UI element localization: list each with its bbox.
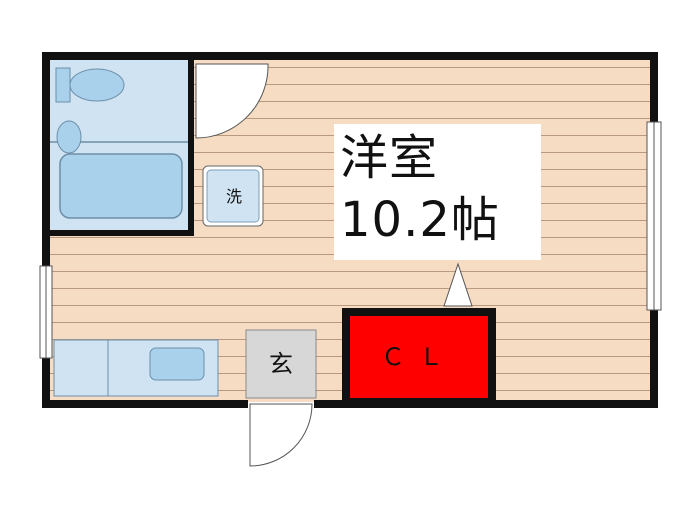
room-size: 10.2帖 bbox=[340, 192, 500, 248]
outer-wall-bottom-right bbox=[314, 400, 658, 408]
closet-door-marker bbox=[443, 262, 473, 307]
washer-label: 洗 bbox=[225, 187, 242, 206]
outer-wall-top bbox=[42, 52, 658, 60]
closet bbox=[342, 308, 496, 406]
toilet-tank bbox=[55, 67, 71, 103]
entrance-label: 玄 bbox=[269, 350, 293, 378]
bathroom-door-swing bbox=[195, 63, 269, 139]
bathroom-wall-right bbox=[188, 58, 194, 236]
front-door-swing bbox=[249, 403, 313, 467]
entrance-floor bbox=[245, 329, 317, 399]
outer-wall-bottom-left bbox=[42, 400, 248, 408]
washer-inner bbox=[206, 169, 260, 223]
kitchen-sink bbox=[149, 347, 205, 381]
bathroom-wall-bottom bbox=[48, 230, 194, 236]
room-name: 洋室 bbox=[340, 130, 439, 186]
toilet-bowl bbox=[69, 68, 125, 102]
closet-label: ＣＬ bbox=[381, 343, 457, 371]
room-label-box: 洋室 10.2帖 bbox=[334, 124, 541, 260]
bathtub bbox=[59, 153, 183, 219]
outer-wall-left bbox=[42, 52, 50, 408]
sink-basin bbox=[56, 120, 82, 154]
